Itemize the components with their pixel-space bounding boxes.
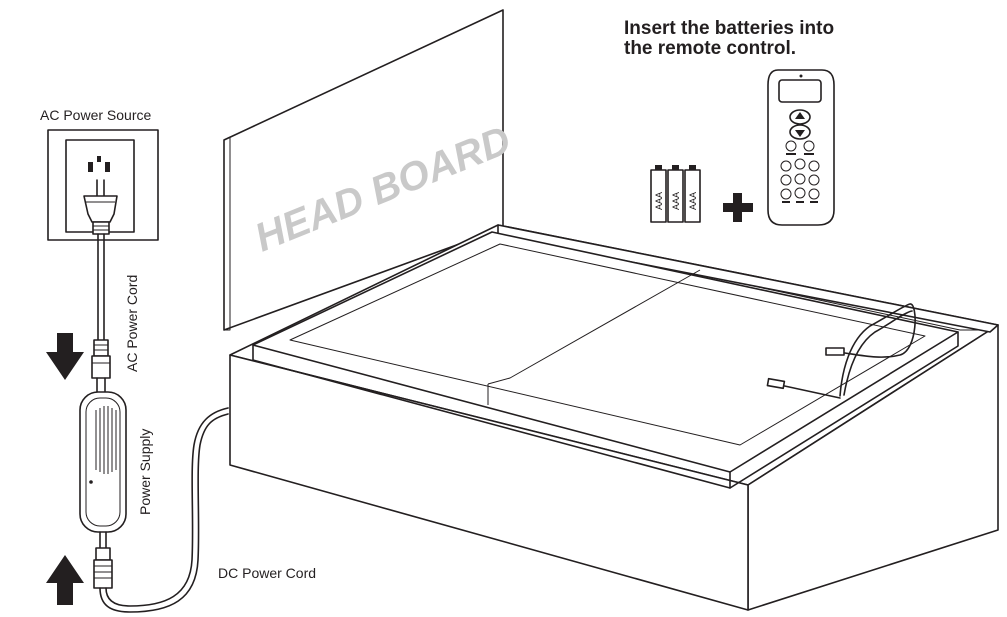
- dc-power-cord: [93, 407, 229, 613]
- ac-plug: [83, 179, 118, 235]
- plus-icon: [723, 193, 753, 222]
- remote-control: [767, 69, 835, 226]
- dc-power-cord-label: DC Power Cord: [218, 565, 316, 581]
- ac-power-cord-label: AC Power Cord: [124, 275, 140, 372]
- remote-display: [778, 79, 822, 103]
- batteries: AAA AAA AAA: [650, 165, 701, 223]
- instruction-line-1: Insert the batteries into: [624, 18, 834, 39]
- bed-platform: [252, 231, 959, 489]
- arrow-down-icon: [46, 333, 84, 380]
- power-supply: [79, 391, 127, 533]
- power-supply-label: Power Supply: [137, 429, 153, 515]
- remote-arrow-buttons: [789, 109, 811, 140]
- battery-3-label: AAA: [688, 192, 698, 210]
- socket-holes-icon: [88, 156, 110, 172]
- instruction-line-2: the remote control.: [624, 38, 796, 59]
- ac-power-source-label: AC Power Source: [40, 107, 151, 123]
- arrow-up-icon: [46, 555, 84, 605]
- remote-function-buttons: [780, 140, 820, 203]
- battery-2: AAA: [667, 165, 684, 223]
- headboard: HEAD BOARD: [223, 9, 517, 331]
- motor-wiring: [766, 303, 916, 399]
- battery-1: AAA: [650, 165, 667, 223]
- battery-2-label: AAA: [671, 192, 681, 210]
- battery-3: AAA: [684, 165, 701, 223]
- ac-power-cord: [91, 233, 111, 393]
- battery-1-label: AAA: [654, 192, 664, 210]
